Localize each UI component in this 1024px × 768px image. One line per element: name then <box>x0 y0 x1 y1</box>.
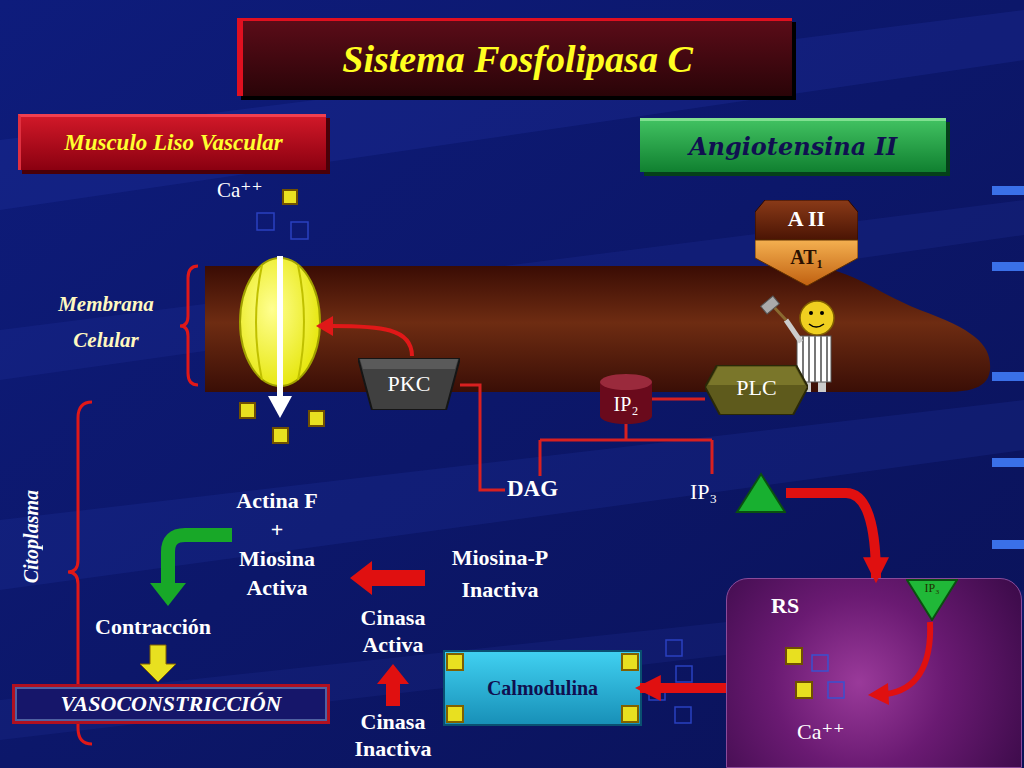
text-label: Miosina-P Inactiva <box>432 542 568 606</box>
calcium-ion <box>622 706 638 722</box>
calcium-ion <box>283 190 297 204</box>
worker-head <box>800 301 834 335</box>
receptor: A II AT₁ <box>755 200 858 286</box>
signal-connector <box>652 398 705 401</box>
signal-connector <box>786 493 876 578</box>
worker-stripes <box>803 336 827 382</box>
edge-dash <box>992 540 1024 549</box>
ip2-split-line <box>540 424 712 476</box>
node-label: Angiotensina II <box>689 133 897 161</box>
tissue-box: Musculo Liso Vascular <box>18 114 326 170</box>
calmodulin-box: Calmodulina <box>445 652 640 724</box>
node-label: VASOCONSTRICCIÓN <box>61 691 282 716</box>
receptor-triangle <box>907 580 957 620</box>
node-sublabel: AT₁ <box>755 246 858 269</box>
ion-outline <box>649 684 665 700</box>
edge-dash <box>992 186 1024 195</box>
node-label: PKC <box>388 371 431 396</box>
receptor-part <box>755 240 858 286</box>
text-label: Ca⁺⁺ <box>217 178 263 203</box>
edge-dash <box>992 458 1024 467</box>
pkc-arrowhead <box>316 316 333 336</box>
calcium-ion <box>273 428 288 443</box>
ip3-receptor-triangle: IP₃ <box>906 579 958 621</box>
text-label: Cinasa Activa <box>347 604 439 658</box>
kinase-arrow <box>377 664 409 706</box>
influx-arrow <box>277 256 283 398</box>
ion-outline <box>812 655 828 671</box>
cylinder-top <box>600 374 652 390</box>
membrane-brace <box>180 266 198 385</box>
influx-arrowhead <box>268 396 292 418</box>
worker-eye <box>809 311 813 315</box>
text-label: Membrana Celular <box>36 286 176 358</box>
outcome-box: VASOCONSTRICCIÓN <box>12 684 330 724</box>
ion-outline <box>676 666 692 682</box>
worker-eye <box>820 311 824 315</box>
ip3-triangle: IP₃ <box>690 472 786 514</box>
calcium-ion <box>309 411 324 426</box>
pkc-dag-line <box>460 385 505 490</box>
node-label: Calmodulina <box>487 677 598 700</box>
channel-wall <box>298 265 304 380</box>
ip2-cylinder: IP₂ <box>600 374 652 424</box>
node-label: A II <box>755 206 858 231</box>
text-label: Cinasa Inactiva <box>343 708 443 762</box>
signal-connector <box>640 683 726 693</box>
contraction-arrowhead <box>150 583 186 606</box>
calcium-ion <box>622 654 638 670</box>
ion-outline <box>828 682 844 698</box>
plc-enzyme: PLC <box>705 365 808 415</box>
calcium-ion <box>447 706 463 722</box>
node-label: PLC <box>736 375 776 400</box>
node-label: Musculo Liso Vascular <box>64 130 283 156</box>
node-label: RS <box>771 593 799 618</box>
ion-outline <box>291 222 308 239</box>
reticulum-box: RS Ca⁺⁺ IP₃ <box>726 578 1022 768</box>
messenger-triangle <box>737 474 785 512</box>
enzyme-body <box>358 358 460 410</box>
text-label: Citoplasma <box>20 490 43 583</box>
vasoconstriction-arrow <box>140 645 176 682</box>
release-arrowhead <box>868 683 889 705</box>
pkc-enzyme: PKC <box>358 358 460 410</box>
calcium-ion <box>240 403 255 418</box>
cell-membrane <box>205 266 990 392</box>
ligand-part <box>755 200 858 240</box>
edge-dash <box>992 372 1024 381</box>
text-label: Contracción <box>95 614 211 640</box>
node-sublabel: Ca⁺⁺ <box>797 719 845 744</box>
enzyme-body <box>705 365 808 415</box>
calcium-ion <box>796 682 812 698</box>
text-label: DAG <box>507 476 558 502</box>
worker-arm <box>786 320 801 342</box>
ion-outline <box>257 213 274 230</box>
node-label: IP₃ <box>690 479 717 504</box>
enzyme-highlight <box>360 359 458 369</box>
ion-outline <box>666 640 682 656</box>
hormone-box: Angiotensina II <box>640 118 946 172</box>
ion-outline <box>675 707 691 723</box>
release-arrow <box>886 622 930 694</box>
calcium-ion <box>786 648 802 664</box>
node-label: IP₃ <box>906 582 958 596</box>
worker-mouth <box>809 324 824 327</box>
calcium-ion <box>447 654 463 670</box>
node-label: IP₂ <box>614 393 639 416</box>
diagram-title: Sistema Fosfolipasa C <box>342 37 693 81</box>
myosin-arrow <box>350 561 425 595</box>
hammer-head <box>761 296 780 314</box>
title-box: Sistema Fosfolipasa C <box>237 18 792 96</box>
pkc-to-channel-arrow <box>332 326 412 356</box>
edge-dash <box>992 262 1024 271</box>
contraction-arrow <box>168 535 232 585</box>
channel-wall <box>256 265 262 380</box>
text-label: Actina F + Miosina Activa <box>232 486 322 602</box>
light-streak <box>0 10 1024 210</box>
